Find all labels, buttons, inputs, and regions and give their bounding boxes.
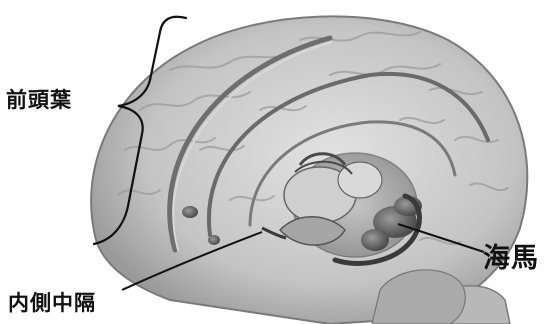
frontal-lobe-label: 前頭葉: [6, 84, 72, 114]
medial-septum-label: 内側中隔: [8, 287, 96, 317]
hippocampus-label: 海馬: [483, 236, 539, 275]
